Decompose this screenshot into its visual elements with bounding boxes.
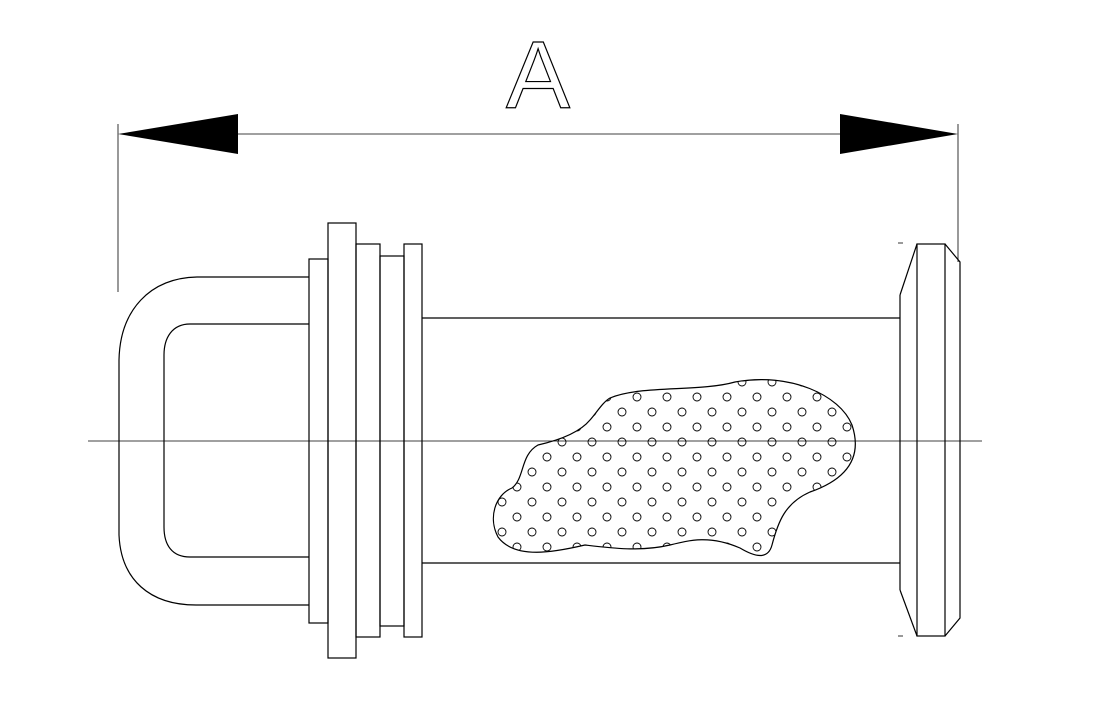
flange-small: [403, 243, 423, 638]
handle: [118, 276, 309, 606]
perforated-screen-cutaway: [492, 379, 856, 557]
collar-middle: [355, 243, 381, 638]
flange-stack: [308, 222, 423, 659]
dimension-a: A: [117, 21, 959, 292]
body-cylinder: [422, 295, 901, 590]
arrowhead-left: [118, 114, 238, 154]
arrowhead-right: [840, 114, 958, 154]
end-cap: [898, 242, 961, 637]
dimension-label: A: [506, 22, 570, 129]
flange-large: [327, 222, 357, 659]
